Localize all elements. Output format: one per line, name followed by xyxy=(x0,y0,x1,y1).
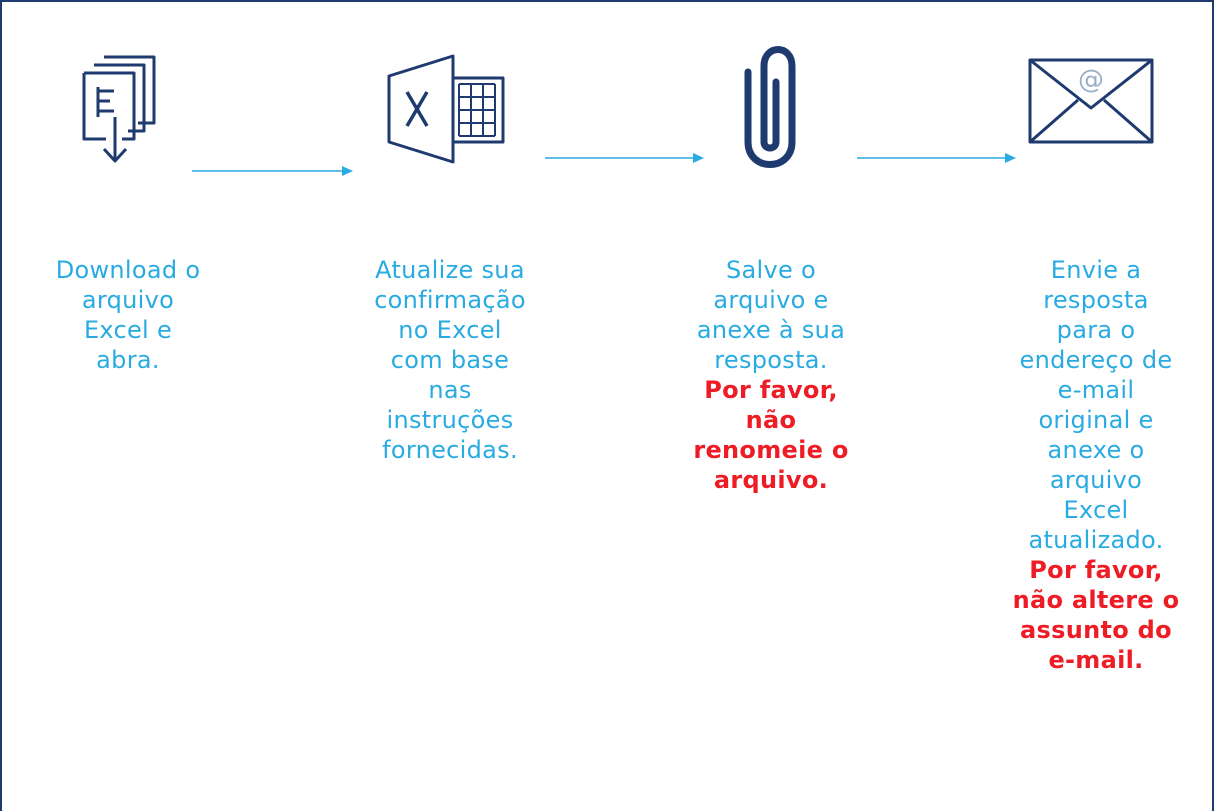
flow-arrow-1 xyxy=(192,166,353,176)
flow-arrow-3 xyxy=(857,153,1016,163)
step-4-warning: e-mail. xyxy=(1048,646,1144,674)
email-envelope-icon: @ xyxy=(1028,58,1154,144)
excel-icon xyxy=(387,54,505,164)
step-3-text: Salve o arquivo e anexe à sua resposta. … xyxy=(678,255,864,495)
step-3-warning: renomeie o xyxy=(693,436,849,464)
step-3-warning: arquivo. xyxy=(713,466,829,494)
step-3-warning: Por favor, xyxy=(704,376,838,404)
step-3-warning: não xyxy=(745,406,797,434)
svg-text:@: @ xyxy=(1078,65,1104,95)
step-1-text: Download o arquivo Excel e abra. xyxy=(55,256,201,374)
step-4-warning: não altere o xyxy=(1012,586,1180,614)
step-4-warning: Por favor, xyxy=(1029,556,1163,584)
download-document-icon xyxy=(82,55,156,163)
step-4-warning: assunto do xyxy=(1020,616,1172,644)
flow-arrow-2 xyxy=(545,153,704,163)
paperclip-icon xyxy=(744,46,796,168)
step-2-text: Atualize sua confirmação no Excel com ba… xyxy=(374,256,526,464)
step-4-text: Envie a resposta para o endereço de e-ma… xyxy=(994,255,1198,675)
